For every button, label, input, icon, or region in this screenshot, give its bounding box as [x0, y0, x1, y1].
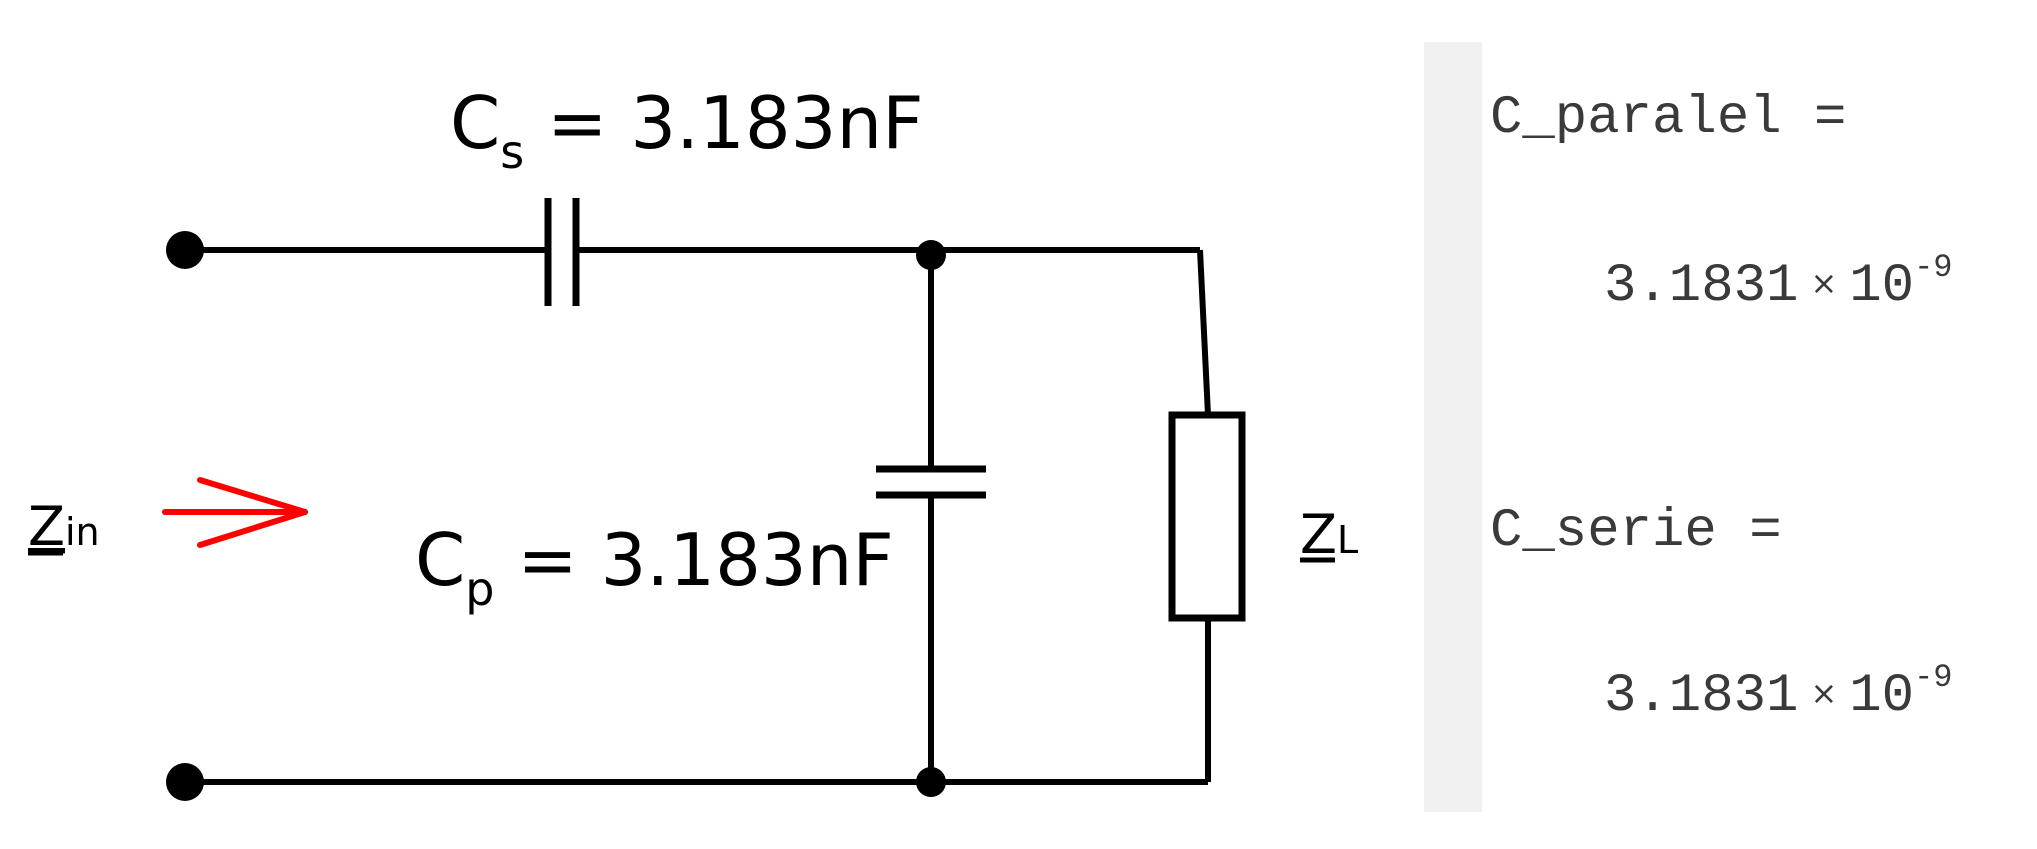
junction-dot-top	[916, 240, 946, 270]
load-resistor	[1168, 411, 1246, 622]
shunt-capacitor	[876, 465, 986, 499]
right-wire-upper	[1197, 249, 1211, 416]
c-paralel-value: 3.1831×10-9	[1604, 249, 1952, 317]
zin-label: Zin	[28, 495, 100, 558]
wires	[185, 247, 1211, 785]
series-capacitor	[544, 198, 580, 306]
c-serie-value: 3.1831×10-9	[1604, 659, 1952, 727]
cs-label: Cs = 3.183nF	[450, 81, 924, 179]
input-arrow-icon	[162, 477, 308, 548]
junction-dot-bottom	[916, 767, 946, 797]
cp-label: Cp = 3.183nF	[415, 518, 894, 616]
input-terminal-top	[166, 231, 204, 269]
output-panel-gutter	[1424, 42, 1482, 812]
zl-label: ZL	[1300, 503, 1358, 566]
c-serie-name: C_serie =	[1490, 501, 1782, 562]
input-terminal-bottom	[166, 763, 204, 801]
c-paralel-name: C_paralel =	[1490, 88, 1846, 149]
